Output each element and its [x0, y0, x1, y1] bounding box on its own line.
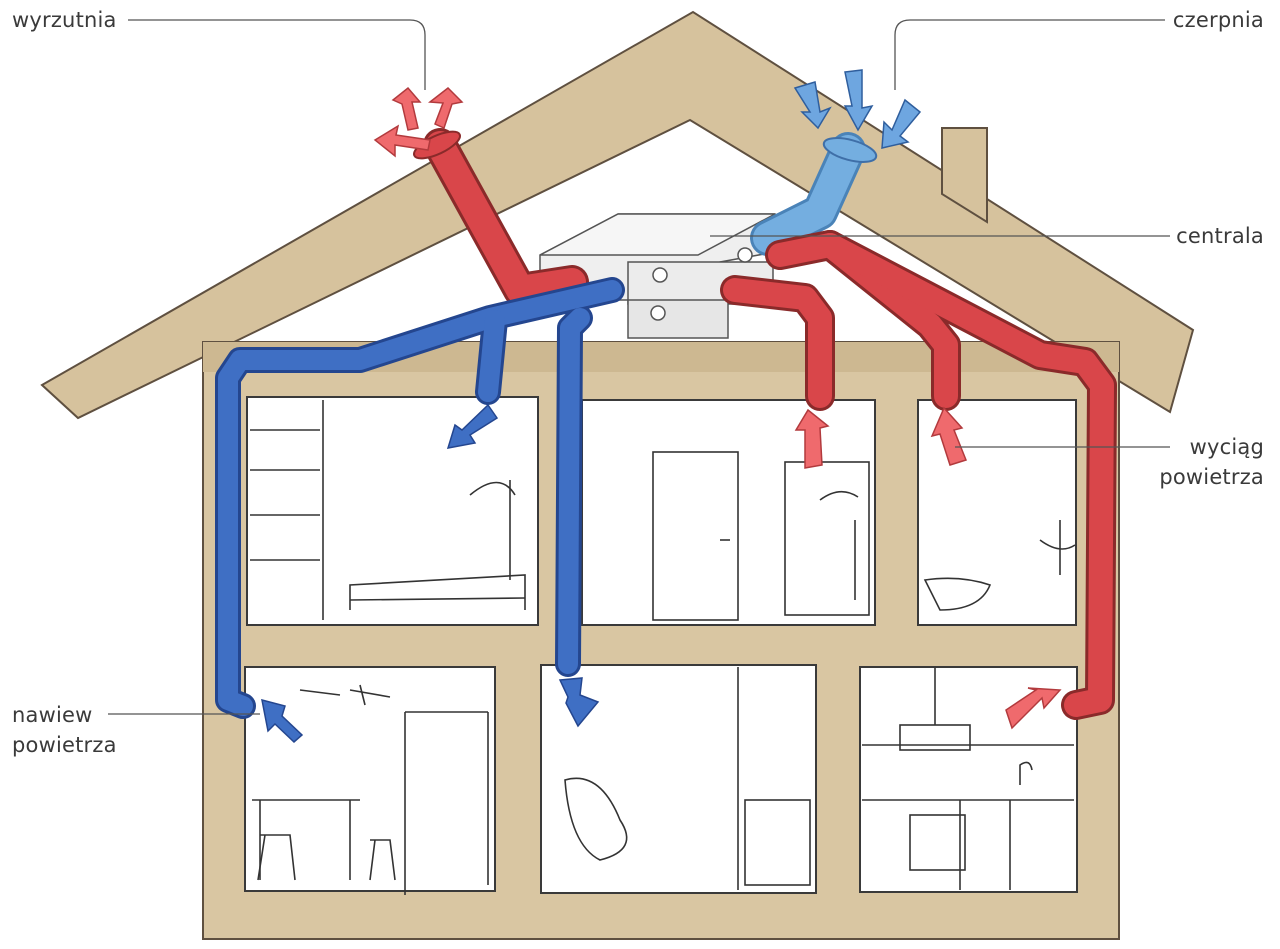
room-kitchen: [859, 666, 1078, 893]
intake-arrow-icon: [793, 69, 922, 149]
room-dining: [244, 666, 496, 892]
exhaust-duct: [413, 128, 589, 307]
label-nawiew-line2: powietrza: [12, 733, 117, 757]
leader-wyrzutnia: [128, 19, 426, 90]
supply-arrow-icon: [261, 403, 600, 744]
rooms: [244, 396, 1078, 894]
label-wyciag-line2: powietrza: [1159, 465, 1264, 489]
roof: [40, 10, 1195, 420]
label-wyciag-line1: wyciąg: [1189, 435, 1264, 459]
exhaust-arrow-icon: [373, 86, 464, 158]
leader-lines: [108, 19, 1170, 715]
chimney: [941, 127, 988, 224]
room-bedroom: [246, 396, 539, 626]
label-centrala: centrala: [1176, 224, 1264, 248]
airflow-arrows: [261, 69, 1062, 744]
furniture-sketches: [250, 400, 1076, 895]
label-nawiew-line1: nawiew: [12, 703, 93, 727]
intake-duct: [750, 132, 878, 256]
label-wyciag-powietrza: wyciąg powietrza: [1159, 432, 1264, 492]
extract-ducts: [720, 230, 1117, 720]
room-hall-upper: [581, 399, 876, 626]
label-nawiew-powietrza: nawiew powietrza: [12, 700, 117, 760]
label-wyrzutnia: wyrzutnia: [12, 8, 117, 32]
extract-arrow-icon: [794, 406, 1062, 730]
leader-czerpnia: [894, 19, 1165, 90]
supply-ducts: [215, 277, 625, 719]
label-czerpnia: czerpnia: [1172, 8, 1264, 32]
